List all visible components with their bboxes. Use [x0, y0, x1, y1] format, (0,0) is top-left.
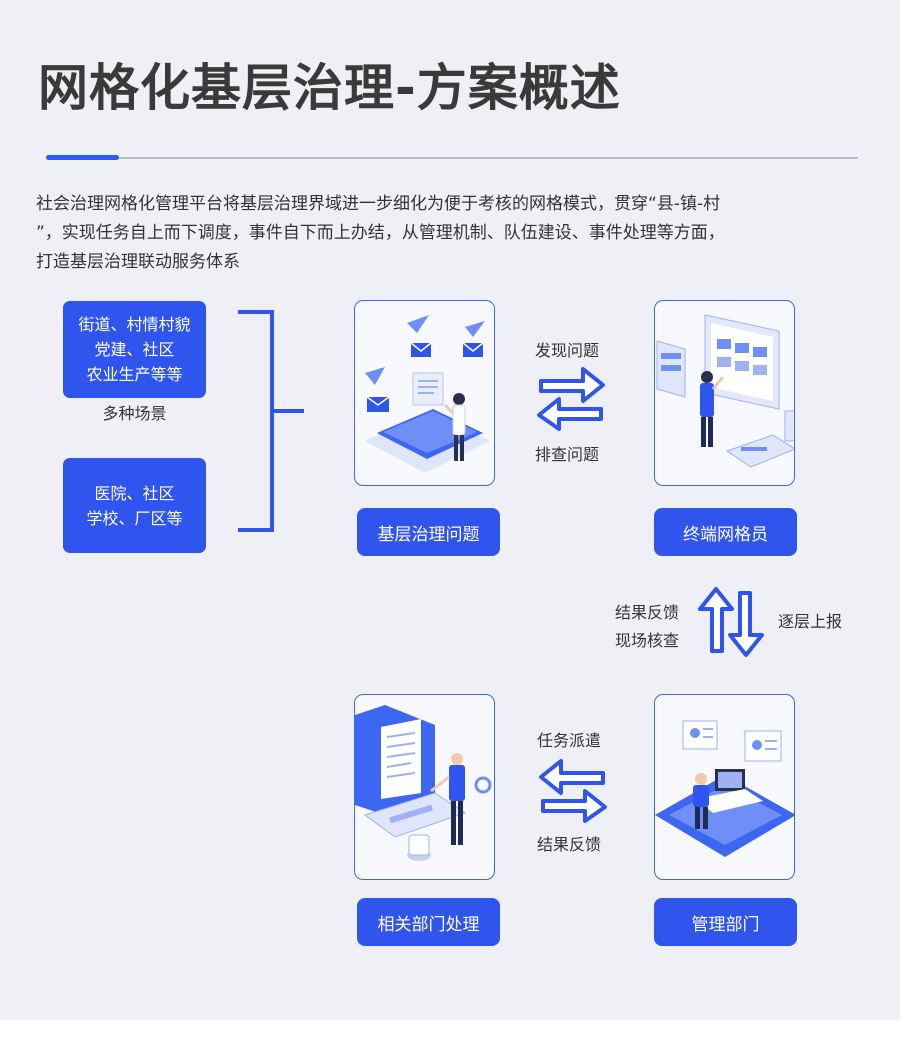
illustration-grassroots-card	[354, 300, 495, 486]
node-related-dept: 相关部门处理	[357, 898, 500, 946]
page-title: 网格化基层治理-方案概述	[38, 48, 621, 120]
flow-label-investigate: 排查问题	[535, 441, 599, 465]
intro-line: 打造基层治理联动服务体系	[36, 248, 866, 277]
scene-box-street: 街道、村情村貌 党建、社区 农业生产等等	[63, 301, 206, 398]
flow-label-feedback-2: 结果反馈	[537, 831, 601, 855]
swap-arrows-icon	[537, 755, 609, 823]
vertical-swap-arrows-icon	[694, 585, 766, 659]
laptop-person-illustration	[355, 695, 495, 880]
intro-line: 社会治理网格化管理平台将基层治理界域进一步细化为便于考核的网格模式，贯穿“县-镇…	[36, 190, 866, 219]
scene-line: 农业生产等等	[63, 362, 206, 387]
node-terminal-gridder: 终端网格员	[654, 508, 797, 556]
flow-label-feedback: 结果反馈	[615, 599, 679, 623]
mail-tablet-illustration	[355, 301, 495, 486]
monitor-person-illustration	[655, 301, 795, 486]
intro-text: 社会治理网格化管理平台将基层治理界域进一步细化为便于考核的网格模式，贯穿“县-镇…	[36, 190, 866, 277]
scene-line: 街道、村情村貌	[63, 312, 206, 337]
flow-label-onsite-check: 现场核查	[615, 627, 679, 651]
flow-label-discover: 发现问题	[535, 337, 599, 361]
illustration-related-dept-card	[354, 694, 495, 880]
title-divider	[46, 157, 858, 159]
swap-arrows-icon	[535, 363, 607, 431]
flow-label-dispatch: 任务派遣	[537, 727, 601, 751]
scene-box-hospital: 医院、社区 学校、厂区等	[63, 458, 206, 553]
scene-label: 多种场景	[63, 400, 206, 424]
illustration-gridder-card	[654, 300, 795, 486]
bracket-connector	[232, 306, 312, 536]
desk-worker-illustration	[655, 695, 795, 880]
title-accent-bar	[46, 155, 119, 160]
node-management-dept: 管理部门	[654, 898, 797, 946]
illustration-management-card	[654, 694, 795, 880]
scene-line: 学校、厂区等	[63, 506, 206, 531]
node-grassroots-issue: 基层治理问题	[357, 508, 500, 556]
intro-line: ”，实现任务自上而下调度，事件自下而上办结，从管理机制、队伍建设、事件处理等方面…	[36, 219, 866, 248]
flow-label-report-up: 逐层上报	[778, 608, 842, 632]
scene-line: 党建、社区	[63, 337, 206, 362]
scene-line: 医院、社区	[63, 481, 206, 506]
